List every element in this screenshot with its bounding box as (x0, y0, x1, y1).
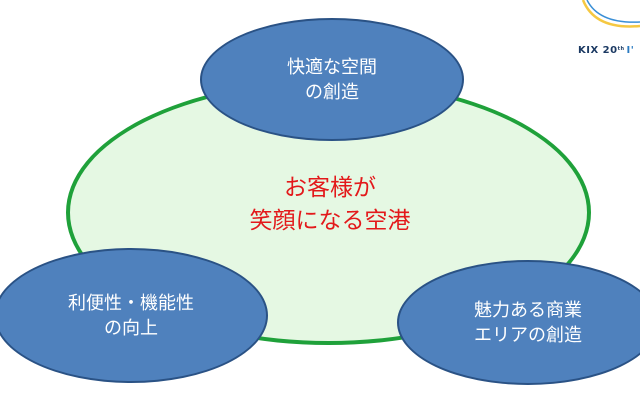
right-pillar-line-1: 魅力ある商業 (474, 299, 582, 321)
kix-logo-arc-icon (581, 0, 640, 28)
kix-logo-tail: I' (626, 45, 635, 56)
left-pillar-circle: 利便性・機能性 の向上 (0, 248, 268, 383)
central-goal-text: お客様が 笑顔になる空港 (180, 172, 480, 238)
top-pillar-line-2: の創造 (305, 81, 359, 103)
kix-logo-suffix: th (617, 46, 625, 52)
kix-logo-main: KIX 20 (578, 45, 618, 56)
central-goal-line-1: お客様が (284, 175, 376, 201)
top-pillar-line-1: 快適な空間 (287, 56, 377, 78)
top-pillar-circle: 快適な空間 の創造 (200, 18, 464, 141)
left-pillar-line-2: の向上 (104, 317, 158, 339)
left-pillar-line-1: 利便性・機能性 (68, 292, 194, 314)
right-pillar-circle: 魅力ある商業 エリアの創造 (397, 260, 640, 385)
central-goal-line-2: 笑顔になる空港 (249, 208, 411, 234)
right-pillar-line-2: エリアの創造 (474, 324, 582, 346)
